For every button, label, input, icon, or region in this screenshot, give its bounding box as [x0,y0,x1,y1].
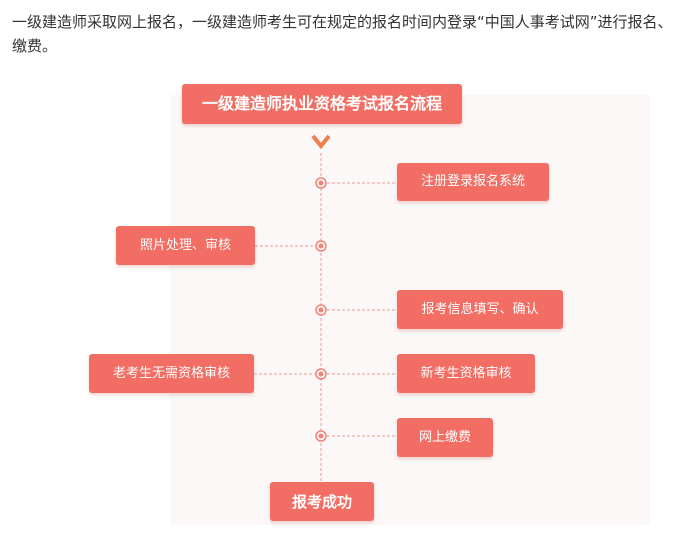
step-register: 注册登录报名系统 [397,163,549,201]
step-old-candidate: 老考生无需资格审核 [89,354,254,393]
flow-node-dot [318,433,324,439]
chevron-down-icon [311,134,331,150]
flow-node-dot [318,180,324,186]
step-new-candidate: 新考生资格审核 [397,354,535,393]
flow-node-dot [318,307,324,313]
flow-node-dot [318,243,324,249]
step-fill-info: 报考信息填写、确认 [397,290,563,329]
step-success: 报考成功 [270,482,374,521]
intro-paragraph: 一级建造师采取网上报名，一级建造师考生可在规定的报名时间内登录“中国人事考试网”… [12,13,673,55]
flow-node-dot [318,371,324,377]
diagram-title: 一级建造师执业资格考试报名流程 [182,84,462,124]
step-photo: 照片处理、审核 [116,226,255,265]
step-pay: 网上缴费 [397,418,493,457]
